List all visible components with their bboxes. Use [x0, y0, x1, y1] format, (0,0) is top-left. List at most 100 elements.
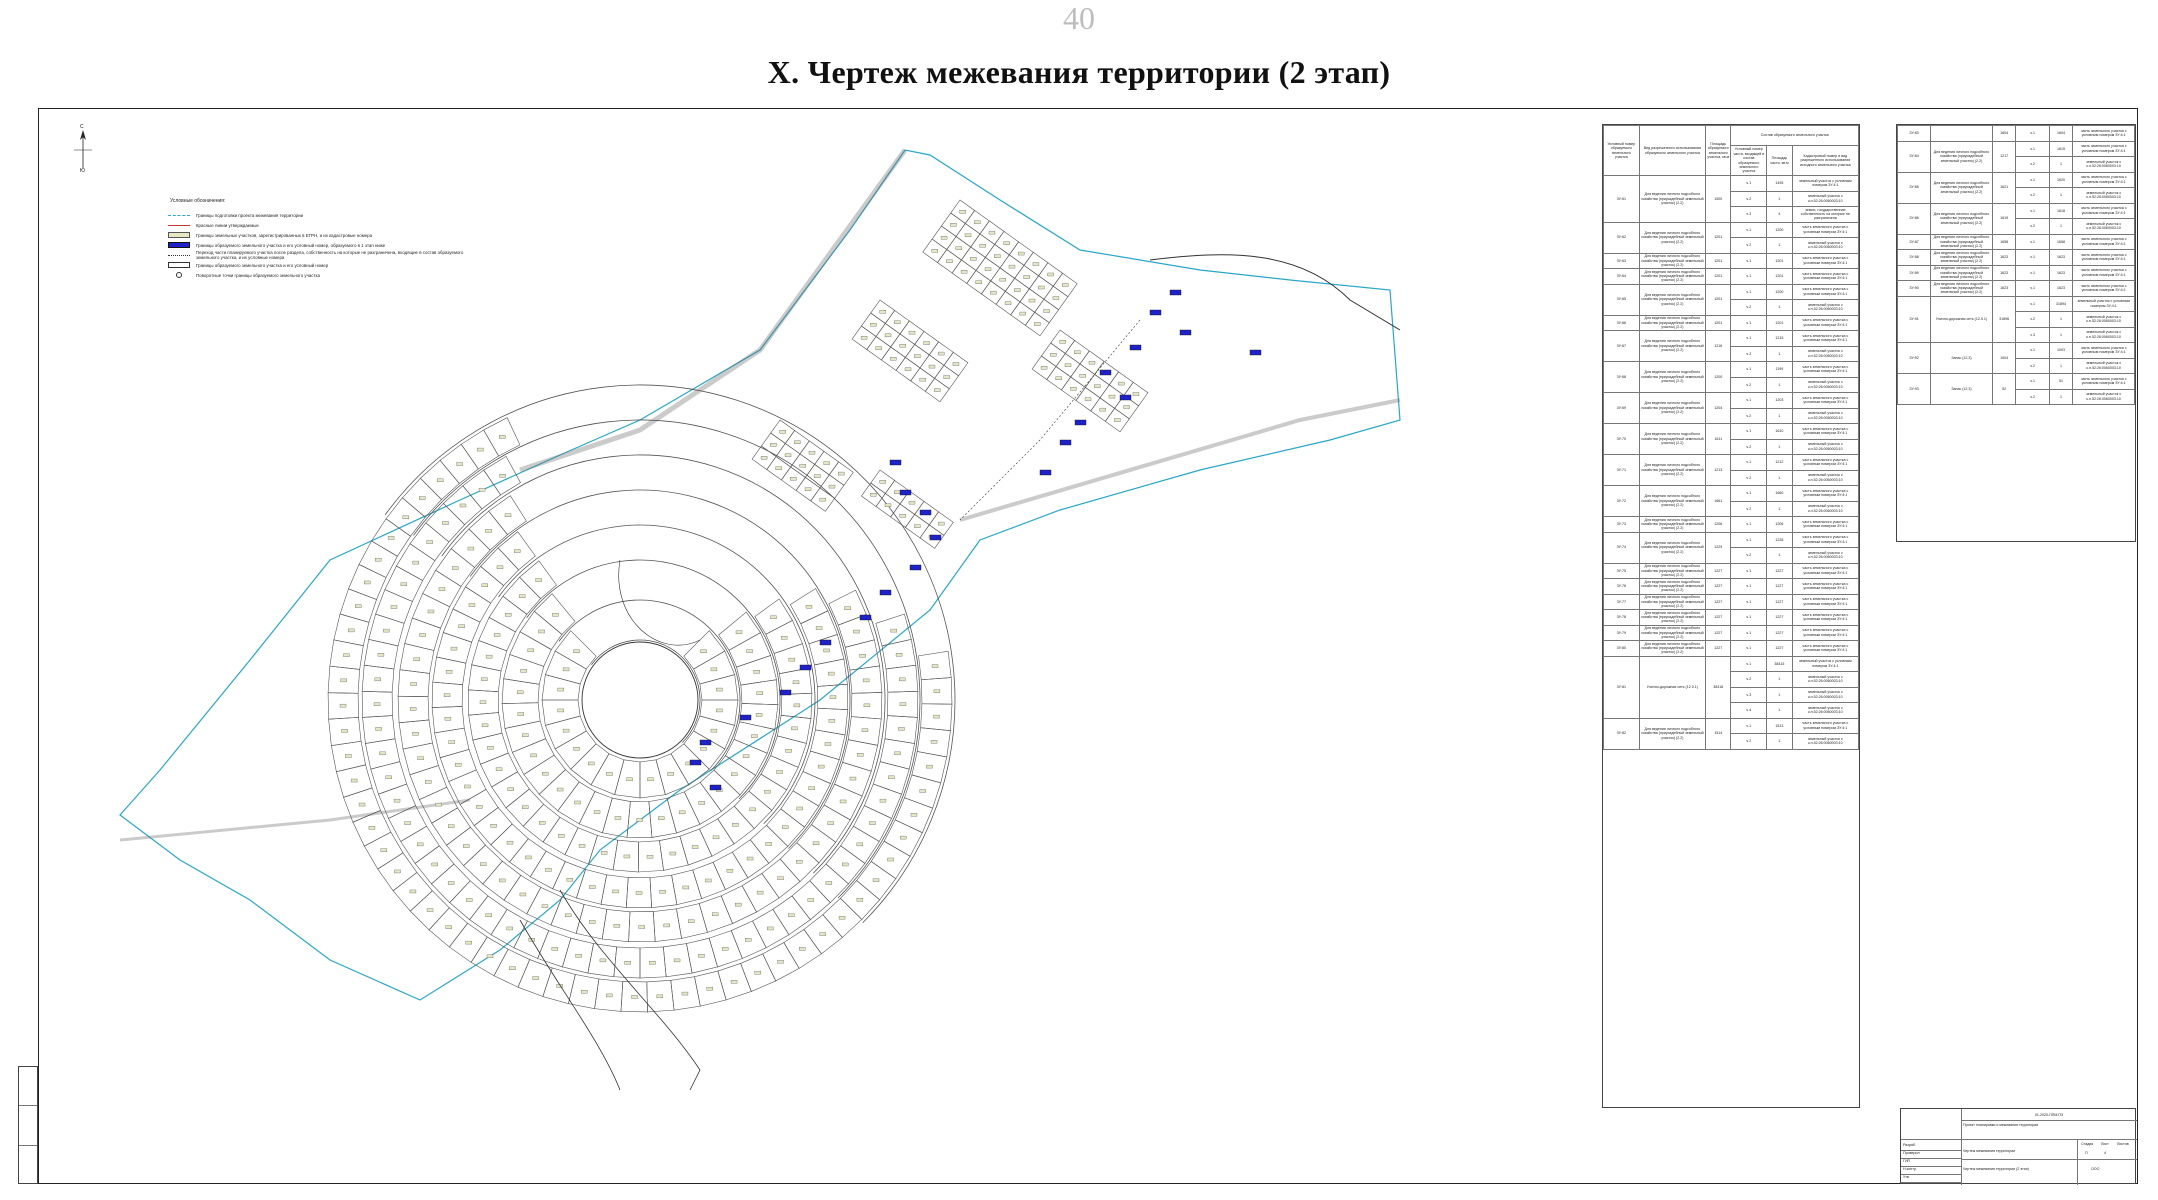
- stamp-code: 01-2020-ППМ.ПЗ: [1961, 1111, 2137, 1121]
- parcel-label: [793, 703, 801, 708]
- formed-parcel-label: [1169, 289, 1182, 296]
- part-id: ч.2: [1730, 671, 1768, 688]
- title-block: 01-2020-ППМ.ПЗ Проект планировки и межев…: [1900, 1108, 2137, 1185]
- parcel-label: [566, 878, 574, 882]
- parcel-label: [496, 565, 504, 569]
- part-source: земельный участок с к.н.52:26:0060003:10: [1791, 407, 1860, 424]
- part-id: ч.1: [1730, 485, 1768, 502]
- parcel-use: Для ведения личного подсобного хозяйства…: [1638, 485, 1706, 517]
- part-area: 1: [1766, 702, 1793, 719]
- ring-street: [441, 454, 886, 874]
- part-source: часть земельного участка с условным номе…: [1791, 717, 1860, 734]
- parcel-label: [463, 844, 470, 848]
- part-id: ч.1: [1730, 578, 1768, 595]
- part-source: часть земельного участка с условным номе…: [2072, 280, 2135, 297]
- legend-title: Условные обозначения:: [170, 198, 226, 204]
- parcel-label: [522, 733, 529, 737]
- part-id: ч.1: [1730, 252, 1768, 269]
- parcel-label: [770, 615, 777, 620]
- parcel-label: [375, 727, 382, 731]
- parcel-label: [975, 280, 982, 284]
- parcel-id: ЗУ:85: [1896, 171, 1932, 204]
- parcel-label: [438, 587, 446, 591]
- parcel-label: [400, 582, 408, 586]
- parcel-label: [557, 687, 564, 692]
- parcel-label: [904, 367, 912, 371]
- part-id: ч.1: [2015, 125, 2050, 142]
- parcel-id: ЗУ:90: [1896, 280, 1932, 297]
- parcel-label: [742, 754, 750, 758]
- parcel-id: ЗУ:89: [1896, 264, 1932, 281]
- parcel-label: [377, 653, 385, 657]
- north-arrow: С Ю: [68, 124, 98, 176]
- parcel-area: 1227: [1704, 593, 1732, 610]
- table-header: Площадь части, кв.м: [1766, 145, 1793, 176]
- parcel-label: [898, 727, 905, 731]
- part-source: земли, государственная собственность на …: [1791, 206, 1860, 223]
- parcel-label: [562, 667, 570, 672]
- part-source: земельный участок с условным номером ЗУ:…: [1791, 655, 1860, 672]
- table-header: Условный номер образуемого земельного уч…: [1603, 125, 1640, 176]
- parcel-label: [499, 435, 506, 439]
- parcel-id: ЗУ:75: [1603, 562, 1640, 579]
- parcel: [544, 650, 587, 685]
- part-source: земельный участок с к.н.52:26:0060003:10: [2072, 357, 2135, 374]
- parcel-label: [691, 845, 699, 849]
- stamp-role: Проверил: [1903, 1151, 1920, 1155]
- part-id: ч.1: [1730, 221, 1768, 238]
- parcel-label: [796, 860, 803, 864]
- part-id: ч.1: [2015, 373, 2050, 390]
- parcel-label: [659, 889, 666, 894]
- parcel-label: [355, 604, 362, 608]
- parcel-label: [545, 868, 552, 872]
- part-area: 1604: [2048, 125, 2074, 142]
- parcel-id: ЗУ:68: [1603, 361, 1640, 393]
- parcel-label: [959, 210, 966, 214]
- formed-parcel-label: [929, 534, 942, 541]
- parcel-label: [481, 583, 489, 587]
- parcel-label: [781, 825, 789, 829]
- parcel-label: [459, 503, 467, 508]
- part-id: ч.2: [2015, 218, 2050, 235]
- part-area: 4: [1766, 206, 1793, 223]
- part-source: земельный участок с к.н.52:26:0060003:10: [1791, 671, 1860, 688]
- parcel-label: [450, 646, 458, 651]
- parcel-use: Запас (12.3): [1930, 373, 1993, 405]
- page-number: 40: [1063, 0, 1095, 36]
- legend-label: Переход части планируемого участка после…: [196, 250, 464, 260]
- parcel-label: [479, 700, 487, 705]
- parcel-label: [678, 810, 686, 815]
- part-id: ч.2: [1730, 345, 1768, 362]
- part-area: 51: [2048, 373, 2074, 390]
- parcel-label: [447, 881, 455, 885]
- parcel-label: [1043, 309, 1050, 313]
- part-area: 1: [1766, 299, 1793, 316]
- parcel-label: [735, 630, 743, 634]
- parcel-area: 1206: [1704, 516, 1732, 533]
- parcel-label: [564, 913, 572, 918]
- parcel-id: ЗУ:63: [1603, 252, 1640, 269]
- parcel-use: Для ведения личного подсобного хозяйства…: [1638, 609, 1706, 626]
- parcel-label: [856, 897, 864, 902]
- parcel-label: [857, 753, 864, 757]
- parcel-label: [467, 546, 475, 551]
- parcel-label: [1064, 363, 1072, 367]
- ring-street: [469, 489, 851, 849]
- parcel-label: [940, 236, 948, 240]
- part-source: часть земельного участка с условным номе…: [1791, 624, 1860, 641]
- parcel-label: [960, 270, 968, 274]
- formed-parcel-label: [819, 639, 832, 646]
- part-id: ч.1: [2015, 140, 2050, 157]
- parcel-label: [712, 912, 719, 916]
- part-area: 1227: [1766, 640, 1793, 657]
- parcel-label: [794, 440, 801, 444]
- parcel: [541, 699, 581, 726]
- parcel-area: 1658: [1991, 233, 2017, 250]
- parcel-label: [825, 881, 833, 885]
